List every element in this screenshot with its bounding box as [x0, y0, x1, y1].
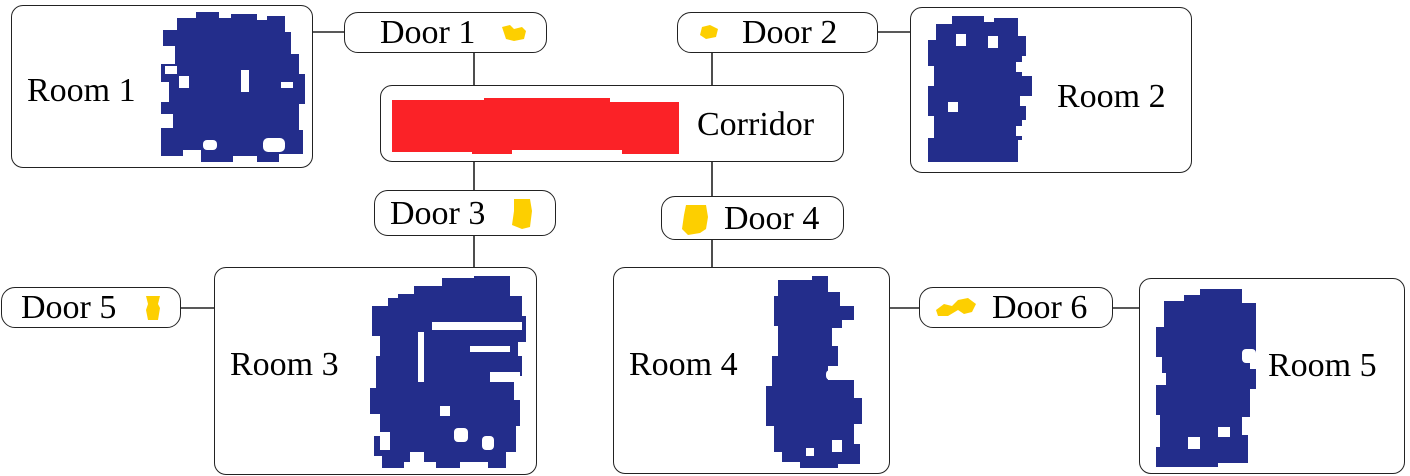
- room-5-map-shape: [1156, 287, 1258, 467]
- corridor-node: Corridor: [380, 85, 844, 162]
- door-6-label: Door 6: [992, 289, 1088, 326]
- room-4-label: Room 4: [629, 346, 738, 383]
- room-2-map-shape: [928, 16, 1036, 164]
- door-4-marker: [680, 203, 710, 237]
- door-2-node: Door 2: [677, 12, 878, 53]
- door-1-marker: [500, 23, 528, 43]
- room-1-map-shape: [161, 12, 307, 162]
- corridor-map-shape: [392, 98, 679, 154]
- room-3-node: Room 3: [214, 267, 537, 475]
- room-4-node: Room 4: [613, 267, 890, 474]
- door-2-label: Door 2: [742, 14, 838, 51]
- door-2-marker: [698, 23, 720, 41]
- door-6-marker: [934, 296, 978, 318]
- room-1-node: Room 1: [11, 5, 313, 168]
- room-3-map-shape: [370, 276, 529, 468]
- door-5-label: Door 5: [21, 289, 117, 326]
- room-1-label: Room 1: [27, 72, 136, 109]
- door-5-node: Door 5: [1, 287, 181, 328]
- door-4-label: Door 4: [724, 200, 820, 237]
- room-2-label: Room 2: [1057, 78, 1166, 115]
- corridor-label: Corridor: [697, 106, 815, 143]
- door-6-node: Door 6: [919, 287, 1113, 328]
- room-5-node: Room 5: [1139, 278, 1405, 474]
- room-3-label: Room 3: [230, 346, 339, 383]
- door-4-node: Door 4: [661, 196, 844, 240]
- door-1-node: Door 1: [344, 12, 547, 53]
- door-5-marker: [144, 294, 162, 322]
- room-4-map-shape: [758, 276, 892, 468]
- room-5-label: Room 5: [1268, 347, 1377, 384]
- door-3-label: Door 3: [390, 195, 486, 232]
- door-3-marker: [510, 197, 534, 231]
- door-1-label: Door 1: [380, 14, 476, 51]
- door-3-node: Door 3: [374, 190, 556, 236]
- room-2-node: Room 2: [910, 7, 1192, 173]
